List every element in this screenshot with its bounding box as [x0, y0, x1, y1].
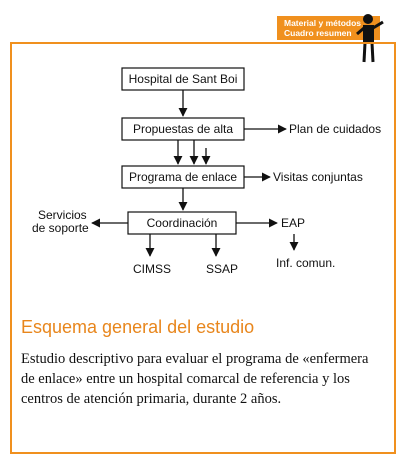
label-inf-comun: Inf. comun. — [276, 256, 336, 270]
label-cimss: CIMSS — [133, 262, 172, 276]
node-programa-label: Programa de enlace — [128, 170, 238, 184]
label-ssap: SSAP — [206, 262, 239, 276]
label-plan-cuidados: Plan de cuidados — [289, 122, 382, 136]
section-tag-line2: Cuadro resumen — [284, 28, 352, 38]
content-frame — [10, 42, 396, 454]
presenter-figure-icon — [356, 14, 384, 63]
node-hospital-label: Hospital de Sant Boi — [128, 72, 238, 86]
label-de-soporte: de soporte — [32, 221, 89, 235]
label-servicios: Servicios — [38, 208, 87, 222]
node-propuestas-label: Propuestas de alta — [132, 122, 234, 136]
label-eap: EAP — [281, 216, 306, 230]
section-body: Estudio descriptivo para evaluar el prog… — [21, 351, 369, 407]
section-title: Esquema general del estudio — [21, 317, 255, 337]
section-tag-line1: Material y métodos — [284, 18, 361, 28]
node-coordinacion-label: Coordinación — [146, 216, 218, 230]
label-visitas-conjuntas: Visitas conjuntas — [273, 170, 363, 184]
